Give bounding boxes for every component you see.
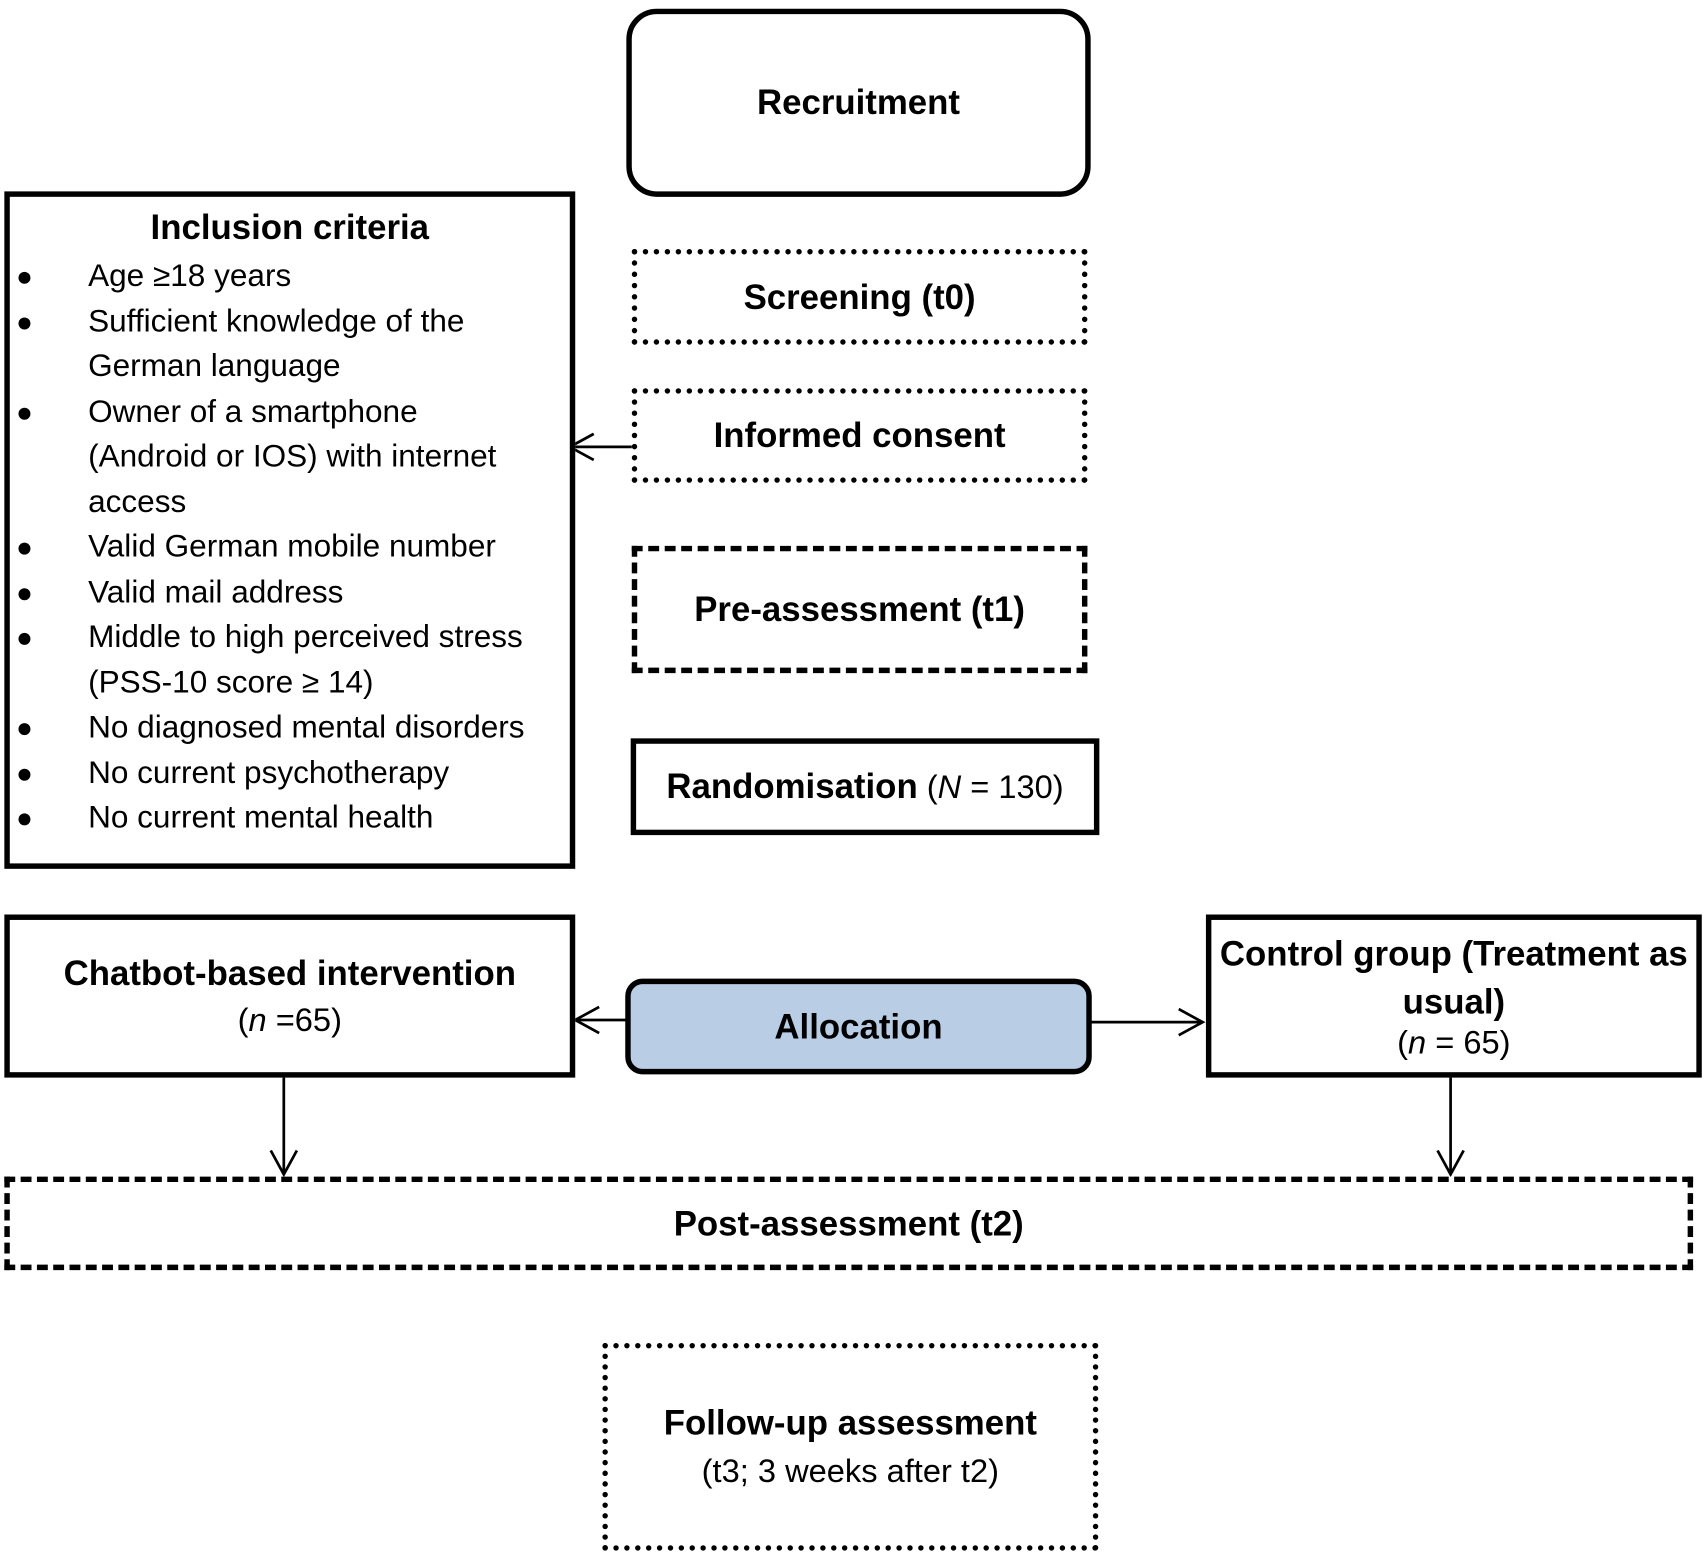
list-item: Valid German mobile number xyxy=(10,525,570,570)
n-symbol: n xyxy=(1408,1025,1427,1062)
randomisation-box: Randomisation (N = 130) xyxy=(630,738,1100,836)
arrow-chatbot-to-post xyxy=(269,1075,299,1178)
recruitment-box: Recruitment xyxy=(626,8,1091,197)
allocation-box: Allocation xyxy=(625,978,1092,1075)
control-label: Control group (Treatment as usual) xyxy=(1219,934,1688,1022)
inclusion-criteria-box: Inclusion criteria Age ≥18 years Suffici… xyxy=(4,191,576,869)
list-item: No current psychotherapy xyxy=(10,751,570,796)
randomisation-label: Randomisation xyxy=(666,766,918,806)
pre-assessment-label: Pre-assessment (t1) xyxy=(694,589,1025,629)
arrow-allocation-to-chatbot xyxy=(572,1005,627,1035)
n-value: = 65) xyxy=(1426,1025,1511,1062)
arrow-consent-to-inclusion xyxy=(566,432,633,462)
list-item: Owner of a smartphone (Android or IOS) w… xyxy=(10,390,570,525)
list-item: Valid mail address xyxy=(10,570,570,615)
n-symbol: n xyxy=(248,1002,267,1038)
n-symbol: N xyxy=(937,769,962,806)
arrow-allocation-to-control xyxy=(1089,1007,1206,1037)
allocation-label: Allocation xyxy=(774,1006,943,1046)
list-item: Age ≥18 years xyxy=(10,254,570,299)
chatbot-label: Chatbot-based intervention xyxy=(63,953,516,993)
post-assessment-box: Post-assessment (t2) xyxy=(4,1176,1694,1271)
list-item: No diagnosed mental disorders xyxy=(10,706,570,751)
control-group-box: Control group (Treatment as usual) (n = … xyxy=(1205,914,1702,1078)
n-value: = 130) xyxy=(961,769,1064,806)
screening-label: Screening (t0) xyxy=(743,276,976,316)
follow-up-label: Follow-up assessment xyxy=(663,1402,1037,1442)
recruitment-label: Recruitment xyxy=(756,82,961,122)
pre-assessment-box: Pre-assessment (t1) xyxy=(631,545,1088,674)
inclusion-title: Inclusion criteria xyxy=(150,207,430,247)
n-value: =65) xyxy=(266,1002,342,1038)
inclusion-list: Age ≥18 years Sufficient knowledge of th… xyxy=(10,254,570,841)
consent-label: Informed consent xyxy=(713,415,1006,455)
informed-consent-box: Informed consent xyxy=(631,388,1088,483)
follow-up-sub: (t3; 3 weeks after t2) xyxy=(701,1453,1000,1490)
post-assessment-label: Post-assessment (t2) xyxy=(673,1203,1024,1243)
list-item: Middle to high perceived stress (PSS-10 … xyxy=(10,615,570,705)
arrow-control-to-post xyxy=(1436,1075,1465,1178)
follow-up-box: Follow-up assessment (t3; 3 weeks after … xyxy=(602,1342,1099,1551)
chatbot-intervention-box: Chatbot-based intervention (n =65) xyxy=(4,914,576,1078)
list-item: Sufficient knowledge of the German langu… xyxy=(10,300,570,390)
list-item: No current mental health xyxy=(10,796,570,841)
screening-box: Screening (t0) xyxy=(631,249,1088,345)
